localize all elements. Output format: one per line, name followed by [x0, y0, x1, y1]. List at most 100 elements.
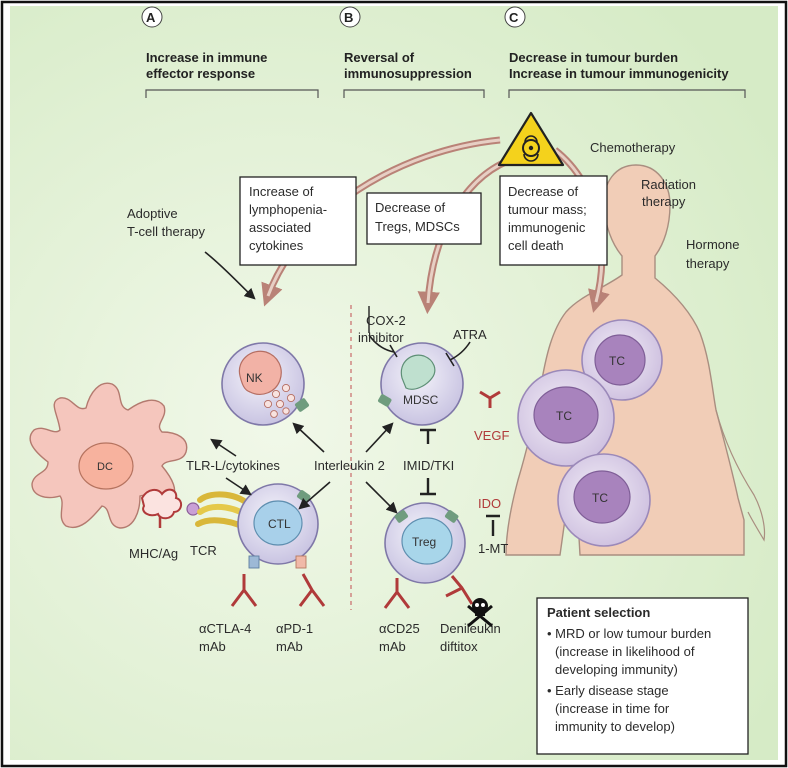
anti-cd25-antibody — [383, 578, 411, 609]
arrow-il2-to-ctl — [298, 481, 331, 510]
arrow-tlr-to-ctl — [225, 477, 252, 496]
skull-crossbones-icon — [467, 598, 493, 628]
body-arm-line — [715, 409, 766, 542]
svg-text:developing immunity): developing immunity) — [555, 662, 678, 677]
cox2-inhibit — [368, 334, 398, 358]
vegf-receptor-icon — [479, 390, 501, 408]
vegf-label: VEGF — [474, 428, 509, 443]
radiation-label-line2: therapy — [642, 194, 686, 209]
arrow-il2-to-treg — [365, 481, 398, 514]
ctla4-label-line1: αCTLA-4 — [199, 621, 251, 636]
svg-text:Decrease of: Decrease of — [375, 200, 445, 215]
tcr-label: TCR — [190, 543, 217, 558]
arrow-tlr-to-nk — [210, 438, 237, 457]
svg-text:cell death: cell death — [508, 238, 564, 253]
svg-text:(increase in likelihood of: (increase in likelihood of — [555, 644, 695, 659]
tumour-cell-1: TC — [581, 319, 663, 401]
mdsc-receptor — [378, 394, 392, 407]
panel-a-title-line2: effector response — [146, 66, 255, 81]
il2-label: Interleukin 2 — [314, 458, 385, 473]
anti-ctla4-antibody — [230, 574, 258, 607]
nk-label: NK — [246, 371, 263, 385]
svg-text:immunity to develop): immunity to develop) — [555, 719, 675, 734]
ctla4-label-line2: mAb — [199, 639, 226, 654]
panel-b-letter: B — [344, 10, 353, 25]
svg-text:cytokines: cytokines — [249, 238, 304, 253]
panel-b-title-line1: Reversal of — [344, 50, 415, 65]
svg-text:(increase in time for: (increase in time for — [555, 701, 670, 716]
cox2-label-line1: COX-2 — [366, 313, 406, 328]
svg-text:tumour mass;: tumour mass; — [508, 202, 587, 217]
tc-label-3: TC — [592, 491, 608, 505]
hormone-label-line1: Hormone — [686, 237, 739, 252]
atra-inhibit — [445, 341, 471, 367]
pd1-label-line1: αPD-1 — [276, 621, 313, 636]
chemotherapy-label: Chemotherapy — [590, 140, 676, 155]
tumour-mass-box: Decrease of tumour mass; immunogenic cel… — [499, 175, 608, 266]
tlr-label: TLR-L/cytokines — [186, 458, 280, 473]
svg-text:Tregs, MDSCs: Tregs, MDSCs — [375, 219, 460, 234]
denileukin-toxin — [445, 575, 474, 605]
treg-label: Treg — [412, 535, 436, 549]
tc-label-2: TC — [556, 409, 572, 423]
pd1-receptor — [295, 555, 307, 569]
denileukin-label-line1: Denileukin — [440, 621, 501, 636]
patient-selection-title: Patient selection — [547, 605, 650, 620]
one-mt-label: 1-MT — [478, 541, 508, 556]
panel-c-title-line1: Decrease in tumour burden — [509, 50, 678, 65]
cd25-label-line1: αCD25 — [379, 621, 420, 636]
lymphopenia-box: Increase of lymphopenia- associated cyto… — [239, 176, 357, 266]
treg-receptor-right — [445, 510, 459, 523]
panel-a-bracket — [145, 89, 319, 98]
ctla4-receptor — [248, 555, 260, 569]
svg-text:associated: associated — [249, 220, 311, 235]
panel-c-bracket — [508, 89, 746, 98]
imid-label: IMID/TKI — [403, 458, 454, 473]
adoptive-label-line2: T-cell therapy — [127, 224, 206, 239]
biohazard-warning-icon — [497, 111, 565, 167]
mdsc-cell: MDSC — [378, 342, 464, 426]
svg-text:• Early disease stage: • Early disease stage — [547, 683, 669, 698]
cox2-label-line2: inhibitor — [358, 330, 404, 345]
panel-a-badge — [141, 6, 163, 28]
ctl-label: CTL — [268, 517, 291, 531]
atra-label: ATRA — [453, 327, 487, 342]
panel-c-title-line2: Increase in tumour immunogenicity — [509, 66, 729, 81]
tumour-cell-3: TC — [557, 453, 651, 547]
svg-text:lymphopenia-: lymphopenia- — [249, 202, 327, 217]
mdsc-label: MDSC — [403, 393, 439, 407]
cd25-label-line2: mAb — [379, 639, 406, 654]
patient-selection-box: Patient selection • MRD or low tumour bu… — [536, 597, 749, 755]
one-mt-inhibit-ido — [486, 514, 500, 536]
dc-label: DC — [97, 461, 113, 473]
arrow-il2-to-nk — [292, 422, 325, 453]
mhc-antigen-complex — [140, 488, 200, 528]
adoptive-arrow — [204, 251, 256, 300]
pd1-label-line2: mAb — [276, 639, 303, 654]
panel-c-letter: C — [509, 10, 519, 25]
hormone-label-line2: therapy — [686, 256, 730, 271]
nk-receptor — [295, 398, 309, 412]
panel-c-badge — [504, 6, 526, 28]
ido-label: IDO — [478, 496, 501, 511]
denileukin-label-line2: diftitox — [440, 639, 478, 654]
ctl-cell: CTL — [237, 483, 319, 569]
arrow-il2-to-mdsc — [365, 422, 394, 453]
panel-a-title-line1: Increase in immune — [146, 50, 267, 65]
adoptive-label-line1: Adoptive — [127, 206, 178, 221]
panel-b-bracket — [343, 89, 485, 98]
svg-text:Decrease of: Decrease of — [508, 184, 578, 199]
svg-text:Increase of: Increase of — [249, 184, 314, 199]
nk-cell: NK — [221, 342, 309, 426]
radiation-label-line1: Radiation — [641, 177, 696, 192]
imid-inhibit-mdsc — [420, 428, 436, 444]
panel-b-badge — [339, 6, 361, 28]
panel-a-letter: A — [146, 10, 156, 25]
tregs-box: Decrease of Tregs, MDSCs — [366, 192, 482, 245]
anti-pd1-antibody — [298, 573, 326, 607]
tc-label-1: TC — [609, 354, 625, 368]
svg-text:immunogenic: immunogenic — [508, 220, 586, 235]
tumour-cell-2: TC — [517, 369, 615, 467]
